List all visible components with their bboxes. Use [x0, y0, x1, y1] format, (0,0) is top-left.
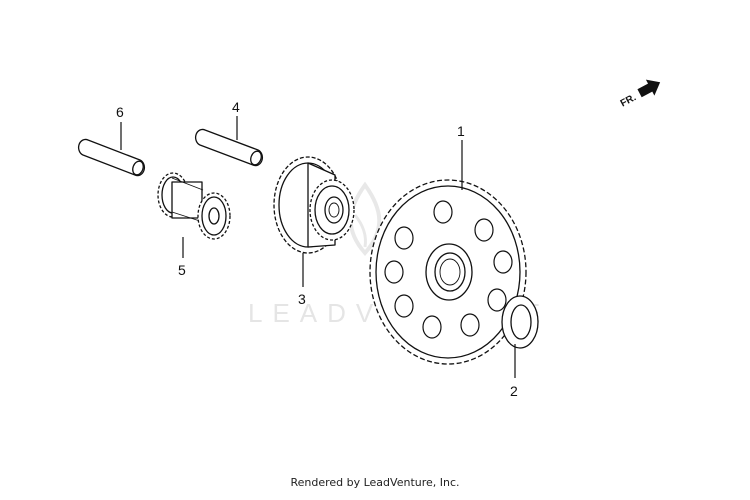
callout-numbers: 6 4 1 5 3 2 — [116, 99, 518, 399]
callout-3: 3 — [298, 291, 306, 307]
front-direction-indicator: FR. — [619, 79, 661, 110]
callout-1: 1 — [457, 123, 465, 139]
part-4-dowel-pin — [194, 128, 264, 167]
part-1-large-gear — [369, 179, 527, 365]
arrow-right-icon — [637, 79, 661, 98]
callout-4: 4 — [232, 99, 240, 115]
part-3-compound-gear — [273, 156, 355, 254]
fr-label: FR. — [619, 92, 639, 109]
callout-5: 5 — [178, 262, 186, 278]
part-6-dowel-pin — [77, 138, 146, 177]
part-2-washer — [501, 295, 539, 349]
callout-2: 2 — [510, 383, 518, 399]
render-credit: Rendered by LeadVenture, Inc. — [290, 476, 460, 489]
callout-6: 6 — [116, 104, 124, 120]
part-5-idle-gear — [157, 172, 231, 240]
leader-lines — [120, 116, 516, 378]
